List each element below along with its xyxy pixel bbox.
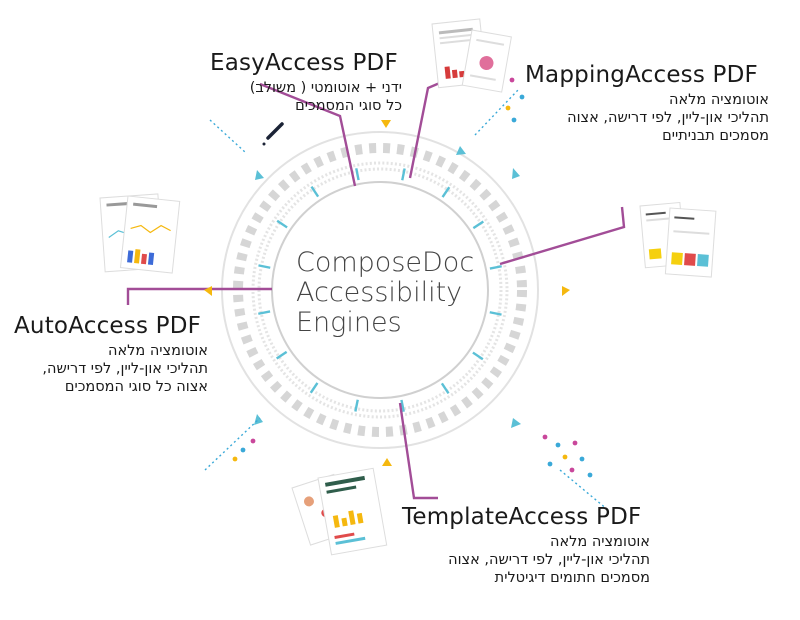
center-title-line: Engines	[296, 307, 402, 338]
arrow-yellow-top	[381, 120, 391, 128]
cyan-tick	[441, 186, 451, 198]
arrow-cyan-2	[456, 146, 466, 155]
arrow-yellow-left	[204, 286, 212, 296]
desc-line: אוטומציה מלאה	[107, 343, 208, 359]
engine-description: ידני + אוטומטי ( משולב) כל סוגי המסמכים	[210, 79, 402, 115]
document-thumbnail-icon	[317, 467, 388, 556]
desc-line: מסמכים חתומים דיגיטלית	[494, 570, 650, 586]
cyan-tick	[258, 264, 271, 269]
center-title-line: ComposeDoc	[296, 247, 475, 278]
striped-band	[251, 161, 509, 419]
dotted-lines	[204, 89, 609, 511]
desc-line: תהליכי און-ליין, לפי דרישה,	[42, 361, 208, 377]
desc-line: תהליכי און-ליין, לפי דרישה, אצוה	[448, 552, 650, 568]
connector-auto	[126, 287, 272, 305]
cyan-tick	[489, 311, 502, 316]
arrow-cyan-5	[511, 418, 521, 428]
decor-dots	[232, 77, 593, 478]
engine-title: AutoAccess PDF	[14, 313, 202, 339]
arrow-yellow-bottom	[382, 458, 392, 466]
desc-line: אוטומציה מלאה	[668, 92, 769, 108]
connector-easy	[259, 82, 357, 187]
document-thumbnail-icon	[461, 29, 512, 93]
cyan-tick	[440, 382, 450, 395]
desc-line: ידני + אוטומטי ( משולב)	[249, 80, 402, 96]
document-thumbnail-icon	[664, 207, 717, 278]
engine-description: אוטומציה מלאה תהליכי און-ליין, לפי דרישה…	[402, 533, 650, 587]
cyan-ticks	[258, 168, 502, 412]
engine-title: MappingAccess PDF	[525, 62, 758, 88]
desc-line: מסמכים תבניתיים	[662, 128, 769, 144]
cyan-tick	[309, 382, 319, 394]
cyan-tick	[310, 185, 320, 198]
arrow-cyan-1	[255, 170, 264, 180]
connector-mapping	[499, 206, 626, 266]
dashed-ring	[233, 143, 527, 437]
cyan-tick	[354, 399, 359, 412]
cyan-tick	[400, 399, 405, 412]
desc-line: תהליכי און-ליין, לפי דרישה, אצוה	[567, 110, 769, 126]
engine-easyaccess: EasyAccess PDF ידני + אוטומטי ( משולב) כ…	[210, 50, 402, 115]
document-thumbnail-icon	[119, 195, 181, 274]
arrow-yellow-right	[562, 286, 570, 296]
desc-line: כל סוגי המסמכים	[295, 98, 402, 114]
center-title-line: Accessibility	[296, 277, 463, 308]
desc-line: אוטומציה מלאה	[549, 534, 650, 550]
cyan-tick	[472, 351, 484, 361]
cyan-tick	[401, 168, 406, 181]
engine-templateaccess: TemplateAccess PDF אוטומציה מלאה תהליכי …	[402, 504, 650, 587]
connector-template	[398, 402, 438, 500]
engine-title: TemplateAccess PDF	[402, 504, 642, 530]
cyan-tick	[275, 350, 288, 360]
cyan-tick	[258, 310, 271, 315]
engine-title: EasyAccess PDF	[210, 50, 398, 76]
desc-line: אצוה כל סוגי המסמכים	[64, 379, 208, 395]
engine-description: אוטומציה מלאה תהליכי און-ליין, לפי דרישה…	[525, 91, 769, 145]
cyan-tick	[489, 265, 502, 270]
engine-mappingaccess: MappingAccess PDF אוטומציה מלאה תהליכי א…	[525, 62, 769, 145]
cyan-tick	[276, 219, 288, 229]
center-title: ComposeDoc Accessibility Engines	[296, 248, 516, 338]
engine-autoaccess: AutoAccess PDF אוטומציה מלאה תהליכי און-…	[14, 313, 208, 396]
cyan-tick	[472, 220, 485, 230]
pen-icon	[262, 122, 284, 146]
engine-description: אוטומציה מלאה תהליכי און-ליין, לפי דרישה…	[14, 342, 208, 396]
cyan-tick	[355, 168, 360, 181]
arrow-cyan-4	[254, 414, 263, 425]
connector-lines	[126, 68, 626, 500]
arrow-cyan-3	[512, 168, 520, 179]
